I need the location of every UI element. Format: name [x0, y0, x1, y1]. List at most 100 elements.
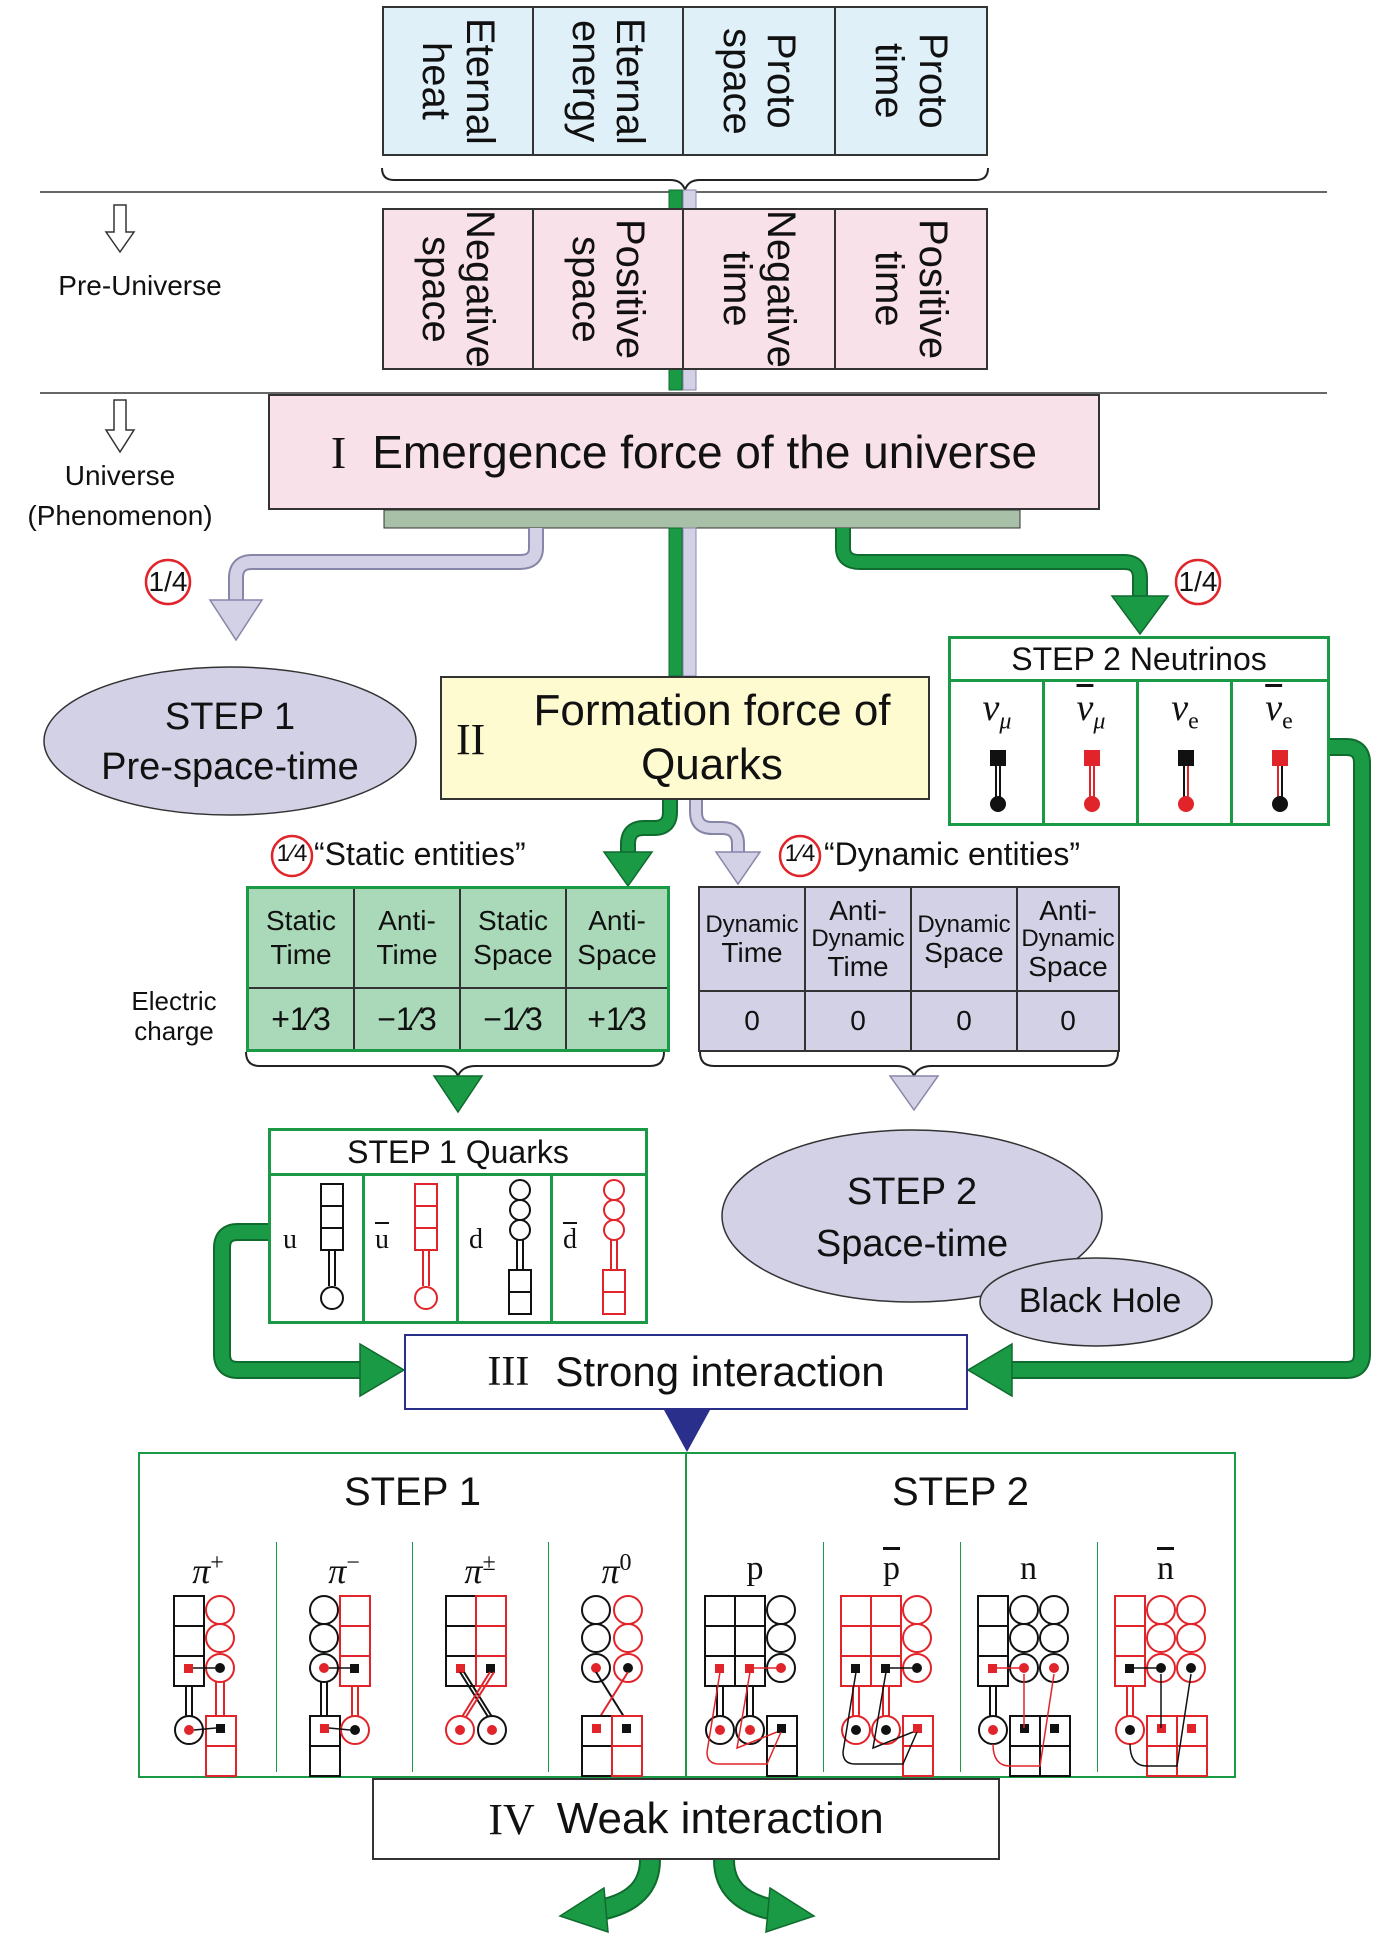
neutrinos-box: STEP 2 Neutrinos νμ νμ νe νe [948, 636, 1330, 826]
static-charge: +1⁄3 [249, 989, 355, 1049]
arrowhead-icon [359, 1342, 406, 1398]
arrowhead-icon [602, 851, 654, 888]
arrowhead-icon [1110, 595, 1170, 636]
static-header-line2: Time [270, 939, 332, 970]
dynamic-header-line3: Time [827, 951, 889, 982]
dynamic-charge: 0 [912, 992, 1018, 1050]
static-header-line1: Static [477, 905, 549, 936]
quarks-title: STEP 1 Quarks [271, 1131, 645, 1176]
strong-numeral: III [487, 1349, 530, 1395]
second-box-line1: Positive [608, 218, 652, 360]
neutrino-icon [1178, 750, 1194, 812]
particle-sup: ± [482, 1550, 496, 1576]
step2-spacetime-line2: Space-time [815, 1223, 1009, 1265]
top-box-line1: Eternal [458, 17, 502, 145]
static-fraction: 1⁄4 [276, 840, 308, 867]
universe-label: Universe [64, 460, 176, 491]
anti-up-quark-icon [414, 1183, 438, 1310]
neutrino-col: νe [1233, 682, 1327, 823]
weak-box: IV Weak interaction [372, 1778, 1000, 1860]
particle-sym: π [601, 1551, 620, 1591]
pion-zero-icon [581, 1595, 643, 1777]
neutrino-symbol: ν [1171, 687, 1189, 729]
particle-sym: p [883, 1550, 900, 1587]
quark-col: d [553, 1176, 645, 1321]
dynamic-fraction: 1⁄4 [784, 840, 816, 867]
brace-static [245, 1051, 665, 1079]
step2-spacetime-ellipse [721, 1129, 1103, 1303]
static-charge: −1⁄3 [461, 989, 567, 1049]
particles-box: STEP 1 STEP 2 π+ π− π± π0 p p n n [138, 1452, 1236, 1778]
up-quark-icon [320, 1183, 344, 1310]
down-arrow-icon [104, 204, 136, 254]
antineutrino-icon [1272, 750, 1288, 812]
step2-spacetime-line1: STEP 2 [846, 1171, 978, 1213]
neutrino-sub: μ [999, 708, 1012, 735]
formation-box: II Formation force of Quarks [440, 676, 930, 800]
neutrino-col: νe [1139, 682, 1233, 823]
dynamic-header-line2: Dynamic [1021, 925, 1115, 952]
dynamic-header-line2: Space [924, 937, 1004, 968]
quark-label: u [375, 1224, 389, 1255]
fraction-circle [1174, 558, 1222, 606]
green-ribbon [668, 527, 683, 677]
pion-plus-icon [173, 1595, 237, 1777]
top-box-line1: Eternal [608, 17, 652, 145]
dynamic-charge: 0 [806, 992, 912, 1050]
neutrino-col: νμ [951, 682, 1045, 823]
quarks-box: STEP 1 Quarks u u d d [268, 1128, 648, 1324]
strong-text: Strong interaction [555, 1348, 885, 1395]
neutrino-col: νμ [1045, 682, 1139, 823]
particle-sym: π [192, 1551, 211, 1591]
dynamic-header-line3: Space [1028, 951, 1108, 982]
step1-prespacetime: STEP 1 Pre-space-time [60, 692, 400, 792]
strong-box: III Strong interaction [404, 1334, 968, 1410]
dynamic-header-line2: Dynamic [811, 925, 905, 952]
arrowhead-icon [432, 1075, 484, 1114]
particle-sup: + [210, 1550, 224, 1576]
neutron-icon [977, 1595, 1071, 1777]
neutrino-symbol: ν [982, 687, 1000, 729]
static-charge: −1⁄3 [355, 989, 461, 1049]
dynamic-header-line1: Dynamic [705, 911, 799, 938]
particle-sym: π [464, 1551, 483, 1591]
step1-prespacetime-line2: Pre-space-time [101, 746, 359, 788]
dynamic-header-line1: Anti- [1039, 895, 1097, 926]
step2-spacetime: STEP 2 Space-time [762, 1166, 1062, 1270]
particle-sup: 0 [619, 1550, 632, 1576]
arrowhead-icon [208, 599, 264, 642]
down-arrow-icon [104, 399, 136, 454]
anti-down-quark-icon [602, 1179, 626, 1315]
static-header-line2: Space [577, 939, 657, 970]
second-box-line1: Positive [911, 218, 955, 360]
weak-numeral: IV [488, 1794, 535, 1844]
second-box-line1: Negative [759, 210, 803, 368]
formation-line2: Quarks [641, 740, 783, 789]
step1-prespacetime-ellipse [43, 666, 417, 816]
particle-symbol: π− [276, 1550, 412, 1592]
dynamic-header-line2: Time [721, 937, 783, 968]
second-box-line2: time [715, 251, 759, 327]
dynamic-header-line1: Anti- [829, 895, 887, 926]
black-hole-label: Black Hole [1018, 1282, 1182, 1320]
static-header-line2: Space [473, 939, 553, 970]
pion-minus-icon [309, 1595, 371, 1777]
top-box-line1: Proto [759, 33, 803, 129]
particle-symbol: π+ [140, 1550, 276, 1592]
proton-icon [704, 1595, 798, 1777]
neutrino-sub: e [1188, 708, 1199, 735]
brace-dynamic [699, 1051, 1119, 1079]
quark-label: d [563, 1224, 577, 1255]
neutrino-symbol: ν [1076, 687, 1094, 729]
static-header-line1: Anti- [588, 905, 646, 936]
